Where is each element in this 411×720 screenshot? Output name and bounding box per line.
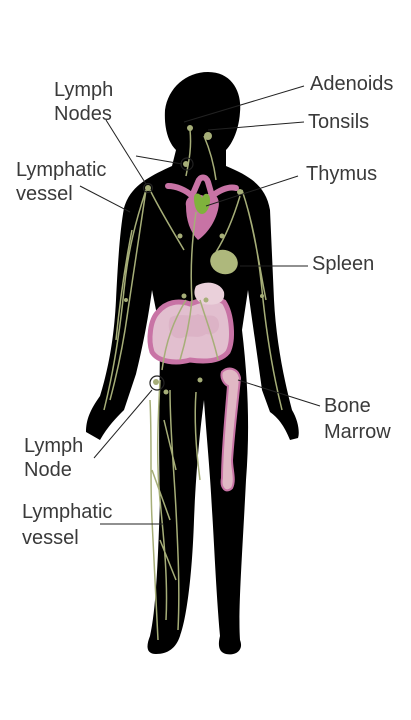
body-outline bbox=[86, 72, 299, 655]
label-bone-marrow-line1: Bone bbox=[324, 395, 371, 417]
vessel-right-leg bbox=[194, 391, 201, 481]
node-arm-right bbox=[260, 294, 264, 298]
spleen bbox=[210, 249, 238, 275]
label-lymph-node-line1: Lymph bbox=[24, 435, 83, 457]
leader-adenoids bbox=[183, 85, 305, 123]
label-lymphatic-vessel-upper-line2: vessel bbox=[16, 183, 73, 205]
lymphatic-vessels bbox=[103, 129, 283, 641]
leader-lymph-node bbox=[93, 389, 153, 459]
node-axilla-left bbox=[145, 185, 151, 191]
label-spleen: Spleen bbox=[312, 253, 374, 275]
node-axilla-right bbox=[237, 189, 243, 195]
leader-bone-marrow bbox=[237, 379, 321, 407]
great-vessels bbox=[165, 174, 239, 202]
node-tonsil bbox=[204, 132, 212, 140]
node-groin-left-2 bbox=[163, 389, 169, 395]
leader-lymphatic-vessel-upper bbox=[79, 185, 131, 213]
vessel-left-leg bbox=[149, 379, 180, 641]
label-adenoids: Adenoids bbox=[310, 73, 393, 95]
label-lymph-nodes-line2: Nodes bbox=[54, 103, 112, 125]
body-silhouette bbox=[86, 72, 299, 655]
thymus bbox=[194, 193, 210, 214]
node-arm-left bbox=[124, 298, 128, 302]
node-adenoid bbox=[187, 125, 193, 131]
leader-thymus bbox=[205, 175, 299, 207]
node-neck bbox=[183, 161, 189, 167]
node-abdomen-2 bbox=[203, 297, 209, 303]
node-groin-left bbox=[153, 379, 159, 385]
vessel-right-arm bbox=[241, 189, 283, 411]
leader-tonsils bbox=[207, 121, 305, 131]
node-chest-2 bbox=[219, 233, 225, 239]
leader-lines bbox=[79, 85, 321, 525]
label-lymph-node-line2: Node bbox=[24, 459, 72, 481]
label-lymphatic-vessel-upper-line1: Lymphatic bbox=[16, 159, 106, 181]
leader-lymph-nodes-a bbox=[105, 119, 147, 185]
label-lymphatic-vessel-lower-line1: Lymphatic bbox=[22, 501, 112, 523]
abdominal-organ bbox=[194, 282, 225, 305]
node-groin-right bbox=[197, 377, 203, 383]
lymph-nodes bbox=[124, 125, 264, 395]
label-lymph-nodes-line1: Lymph bbox=[54, 79, 113, 101]
label-tonsils: Tonsils bbox=[308, 111, 369, 133]
vessel-neck bbox=[185, 129, 217, 181]
lymph-node-circle-icon bbox=[149, 375, 165, 391]
node-chest-1 bbox=[177, 233, 183, 239]
femur-bone bbox=[220, 367, 242, 492]
label-bone-marrow-line2: Marrow bbox=[324, 421, 391, 443]
node-abdomen-1 bbox=[181, 293, 187, 299]
vessel-thoracic-duct bbox=[179, 211, 197, 361]
vessel-torso bbox=[149, 189, 241, 371]
leader-lymph-nodes-b bbox=[135, 155, 183, 165]
label-lymphatic-vessel-lower-line2: vessel bbox=[22, 527, 79, 549]
labels: Lymph Nodes Adenoids Tonsils Lymphatic v… bbox=[16, 73, 393, 549]
lymph-node-circle-icon bbox=[142, 182, 154, 194]
label-thymus: Thymus bbox=[306, 163, 377, 185]
organs bbox=[147, 174, 242, 492]
vessel-left-arm bbox=[103, 189, 147, 411]
